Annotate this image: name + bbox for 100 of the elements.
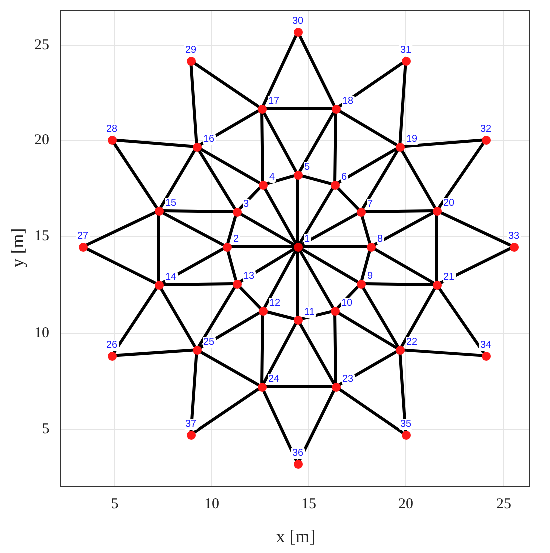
truss-member	[162, 282, 234, 286]
truss-member	[262, 322, 298, 385]
tick-label: 10	[34, 326, 50, 342]
node-number: 37	[184, 419, 198, 430]
truss-member	[265, 386, 333, 388]
truss-member	[161, 212, 225, 246]
truss-member	[160, 287, 196, 348]
truss-member	[402, 138, 484, 148]
node-number: 12	[268, 298, 282, 308]
truss-member	[298, 322, 336, 385]
truss-member	[298, 249, 334, 309]
node-number: 22	[406, 336, 419, 348]
node-number: 18	[342, 96, 355, 106]
tick-label: 20	[398, 496, 414, 514]
axis-title: x [m]	[276, 526, 316, 548]
truss-member	[266, 310, 296, 320]
truss-member	[264, 187, 298, 245]
truss-member	[239, 212, 296, 246]
truss-member	[362, 286, 400, 348]
truss-member	[239, 248, 296, 284]
truss-member	[115, 348, 194, 358]
node-number: 21	[442, 272, 456, 282]
truss-member	[112, 142, 158, 209]
node-number: 31	[399, 45, 413, 56]
truss-member	[364, 210, 434, 214]
truss-member	[114, 138, 194, 148]
truss-member	[298, 390, 336, 462]
truss-member	[360, 250, 372, 282]
truss-member	[190, 64, 198, 144]
node-number: 26	[105, 340, 119, 351]
node-number: 8	[376, 234, 384, 244]
truss-member	[400, 287, 436, 348]
truss-member	[296, 178, 300, 244]
node-number: 20	[442, 198, 456, 208]
node-number: 34	[479, 340, 493, 351]
truss-member	[199, 350, 260, 386]
truss-member	[86, 248, 156, 284]
node-number: 29	[184, 45, 198, 56]
truss-member	[300, 174, 332, 186]
truss-member	[403, 348, 483, 358]
truss-member	[334, 112, 338, 182]
truss-member	[400, 149, 436, 209]
truss-member	[260, 314, 264, 384]
axis-title: y [m]	[8, 228, 28, 268]
truss-member	[300, 248, 359, 284]
truss-member	[373, 212, 435, 246]
node-number: 28	[105, 124, 119, 135]
truss-member	[262, 34, 298, 106]
truss-member	[438, 142, 485, 209]
truss-member	[198, 149, 236, 210]
truss-member	[338, 350, 398, 386]
truss-member	[160, 149, 196, 209]
truss-member	[190, 353, 198, 432]
truss-member	[300, 212, 359, 246]
node-number: 11	[304, 306, 316, 318]
node-number: 10	[340, 298, 354, 308]
truss-member	[161, 248, 225, 284]
truss-member	[199, 312, 261, 350]
node-number: 24	[268, 374, 281, 384]
truss-member	[298, 111, 336, 173]
node-number: 30	[291, 16, 305, 27]
truss-member	[238, 186, 262, 210]
truss-member	[199, 148, 261, 184]
tick-label: 10	[204, 496, 220, 514]
truss-member	[193, 388, 260, 434]
truss-member	[436, 214, 438, 282]
truss-member	[337, 148, 398, 184]
truss-member	[112, 287, 158, 354]
tick-label: 15	[34, 228, 50, 246]
truss-member	[336, 186, 360, 210]
truss-member	[193, 62, 260, 108]
truss-member	[158, 214, 160, 282]
truss-member	[398, 64, 408, 144]
truss-member	[264, 249, 298, 309]
truss-member	[226, 214, 238, 244]
truss-member	[364, 282, 434, 286]
truss-member	[440, 211, 512, 247]
node-number: 2	[232, 234, 240, 244]
node-number: 35	[399, 419, 413, 430]
node-number: 13	[242, 270, 256, 282]
node-number: 19	[406, 134, 419, 144]
truss-member	[398, 353, 408, 432]
tick-label: 5	[42, 422, 50, 438]
node-number: 33	[507, 231, 521, 242]
truss-member	[438, 287, 485, 354]
node-number: 14	[164, 272, 178, 282]
node-number: 25	[202, 336, 216, 348]
tick-label: 25	[496, 496, 512, 514]
truss-member	[338, 110, 398, 146]
node-number: 16	[202, 134, 216, 144]
truss-member	[238, 286, 262, 310]
truss-member	[360, 214, 372, 244]
truss-member	[230, 246, 295, 248]
truss-member	[336, 286, 360, 310]
truss-member	[265, 108, 333, 110]
tick-label: 15	[302, 496, 316, 514]
node-number: 9	[366, 270, 374, 282]
truss-member	[298, 187, 334, 245]
truss-member	[298, 34, 336, 106]
node-number: 3	[242, 198, 250, 210]
